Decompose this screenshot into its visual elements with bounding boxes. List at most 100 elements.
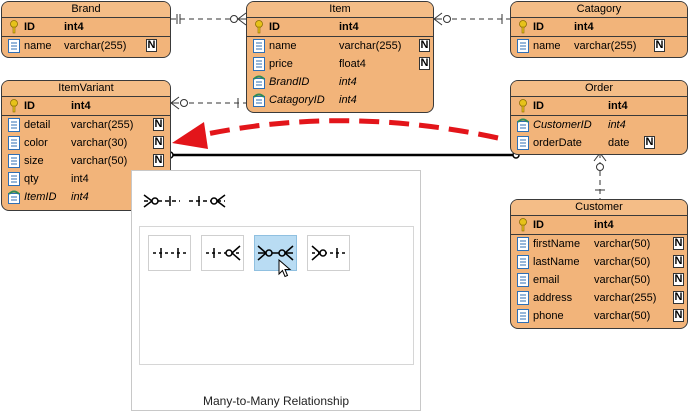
entity-itemvariant[interactable]: ItemVariant ID int4 detail varchar(255) …: [1, 80, 171, 211]
not-null-badge: N: [153, 136, 164, 149]
column-icon: [517, 39, 529, 53]
brand-item-connector[interactable]: [171, 12, 247, 26]
not-null-badge: N: [153, 154, 164, 167]
column-type: varchar(255): [594, 292, 657, 304]
column-name: lastName: [533, 256, 580, 268]
not-null-badge: N: [644, 136, 655, 149]
column-name: price: [269, 58, 293, 70]
column-type: int4: [339, 76, 357, 88]
column-type: int4: [608, 119, 626, 131]
new-relationship-line[interactable]: [166, 151, 520, 159]
primary-key-icon: [10, 20, 18, 34]
entity-customer[interactable]: Customer ID int4 firstName varchar(50) N…: [510, 199, 688, 329]
primary-key-icon: [255, 20, 263, 34]
many-to-one-icon: [311, 245, 345, 261]
column-name: ID: [533, 100, 544, 112]
column-type: varchar(30): [71, 137, 128, 149]
not-null-badge: N: [673, 309, 684, 322]
many-to-one-preview-icon[interactable]: [142, 191, 182, 211]
one-to-many-preview-icon[interactable]: [187, 191, 227, 211]
column-icon: [8, 118, 20, 132]
many-to-one-option-button[interactable]: [307, 235, 350, 271]
column-type: varchar(50): [594, 274, 651, 286]
column-name: color: [24, 137, 48, 149]
column-icon: [8, 39, 20, 53]
column-name: name: [533, 40, 561, 52]
column-name: phone: [533, 310, 564, 322]
column-icon: [517, 255, 529, 269]
column-icon: [517, 291, 529, 305]
column-type: int4: [608, 100, 628, 112]
column-type: varchar(255): [339, 40, 402, 52]
column-icon: [253, 57, 265, 71]
relationship-options-panel: [139, 226, 414, 365]
column-type: int4: [71, 173, 89, 185]
column-type: float4: [339, 58, 366, 70]
primary-key-icon: [10, 99, 18, 113]
not-null-badge: N: [419, 39, 430, 52]
column-icon: [517, 273, 529, 287]
column-type: int4: [71, 100, 91, 112]
column-type: int4: [574, 21, 594, 33]
entity-order[interactable]: Order ID int4 CustomerID int4 orderDate …: [510, 80, 688, 155]
column-name: ID: [24, 100, 35, 112]
column-name: qty: [24, 173, 39, 185]
catagory-item-connector[interactable]: [433, 12, 510, 26]
column-name: name: [24, 40, 52, 52]
column-icon: [8, 136, 20, 150]
column-icon: [253, 39, 265, 53]
column-icon: [517, 237, 529, 251]
foreign-key-icon: [253, 75, 265, 89]
column-type: int4: [339, 21, 359, 33]
column-name: ItemID: [24, 191, 57, 203]
foreign-key-icon: [8, 190, 20, 204]
not-null-badge: N: [153, 118, 164, 131]
column-type: varchar(255): [71, 119, 134, 131]
column-name: size: [24, 155, 44, 167]
column-icon: [8, 172, 20, 186]
column-type: int4: [594, 219, 614, 231]
column-name: name: [269, 40, 297, 52]
column-icon: [517, 136, 529, 150]
not-null-badge: N: [673, 273, 684, 286]
entity-title: ItemVariant: [2, 81, 170, 97]
not-null-badge: N: [654, 39, 665, 52]
entity-item[interactable]: Item ID int4 name varchar(255) N price f…: [246, 1, 434, 113]
many-to-many-icon: [257, 245, 294, 261]
column-name: orderDate: [533, 137, 582, 149]
order-customer-connector[interactable]: [593, 152, 607, 199]
column-type: int4: [64, 21, 84, 33]
column-name: BrandID: [269, 76, 310, 88]
one-to-one-option-button[interactable]: [148, 235, 191, 271]
item-itemvariant-connector[interactable]: [170, 96, 246, 110]
entity-title: Catagory: [511, 2, 687, 18]
column-name: ID: [533, 21, 544, 33]
column-name: ID: [269, 21, 280, 33]
column-type: varchar(255): [574, 40, 637, 52]
entity-brand[interactable]: Brand ID int4 name varchar(255) N: [1, 1, 171, 58]
not-null-badge: N: [419, 57, 430, 70]
one-to-one-icon: [153, 248, 186, 258]
column-name: CustomerID: [533, 119, 592, 131]
entity-title: Order: [511, 81, 687, 97]
not-null-badge: N: [673, 237, 684, 250]
relationship-type-popup: Many-to-Many Relationship: [131, 170, 421, 411]
column-type: varchar(255): [64, 40, 127, 52]
primary-key-icon: [519, 20, 527, 34]
column-type: int4: [339, 94, 357, 106]
column-name: ID: [24, 21, 35, 33]
primary-key-icon: [519, 99, 527, 113]
many-to-many-option-button[interactable]: [254, 235, 297, 271]
column-type: varchar(50): [594, 238, 651, 250]
one-to-many-option-button[interactable]: [201, 235, 244, 271]
popup-title: Many-to-Many Relationship: [202, 394, 350, 408]
foreign-key-icon: [253, 93, 265, 107]
entity-catagory[interactable]: Catagory ID int4 name varchar(255) N: [510, 1, 688, 58]
mouse-cursor-icon: [278, 259, 292, 278]
not-null-badge: N: [673, 291, 684, 304]
column-icon: [517, 309, 529, 323]
not-null-badge: N: [146, 39, 157, 52]
column-name: CatagoryID: [269, 94, 325, 106]
foreign-key-icon: [517, 118, 529, 132]
column-icon: [8, 154, 20, 168]
